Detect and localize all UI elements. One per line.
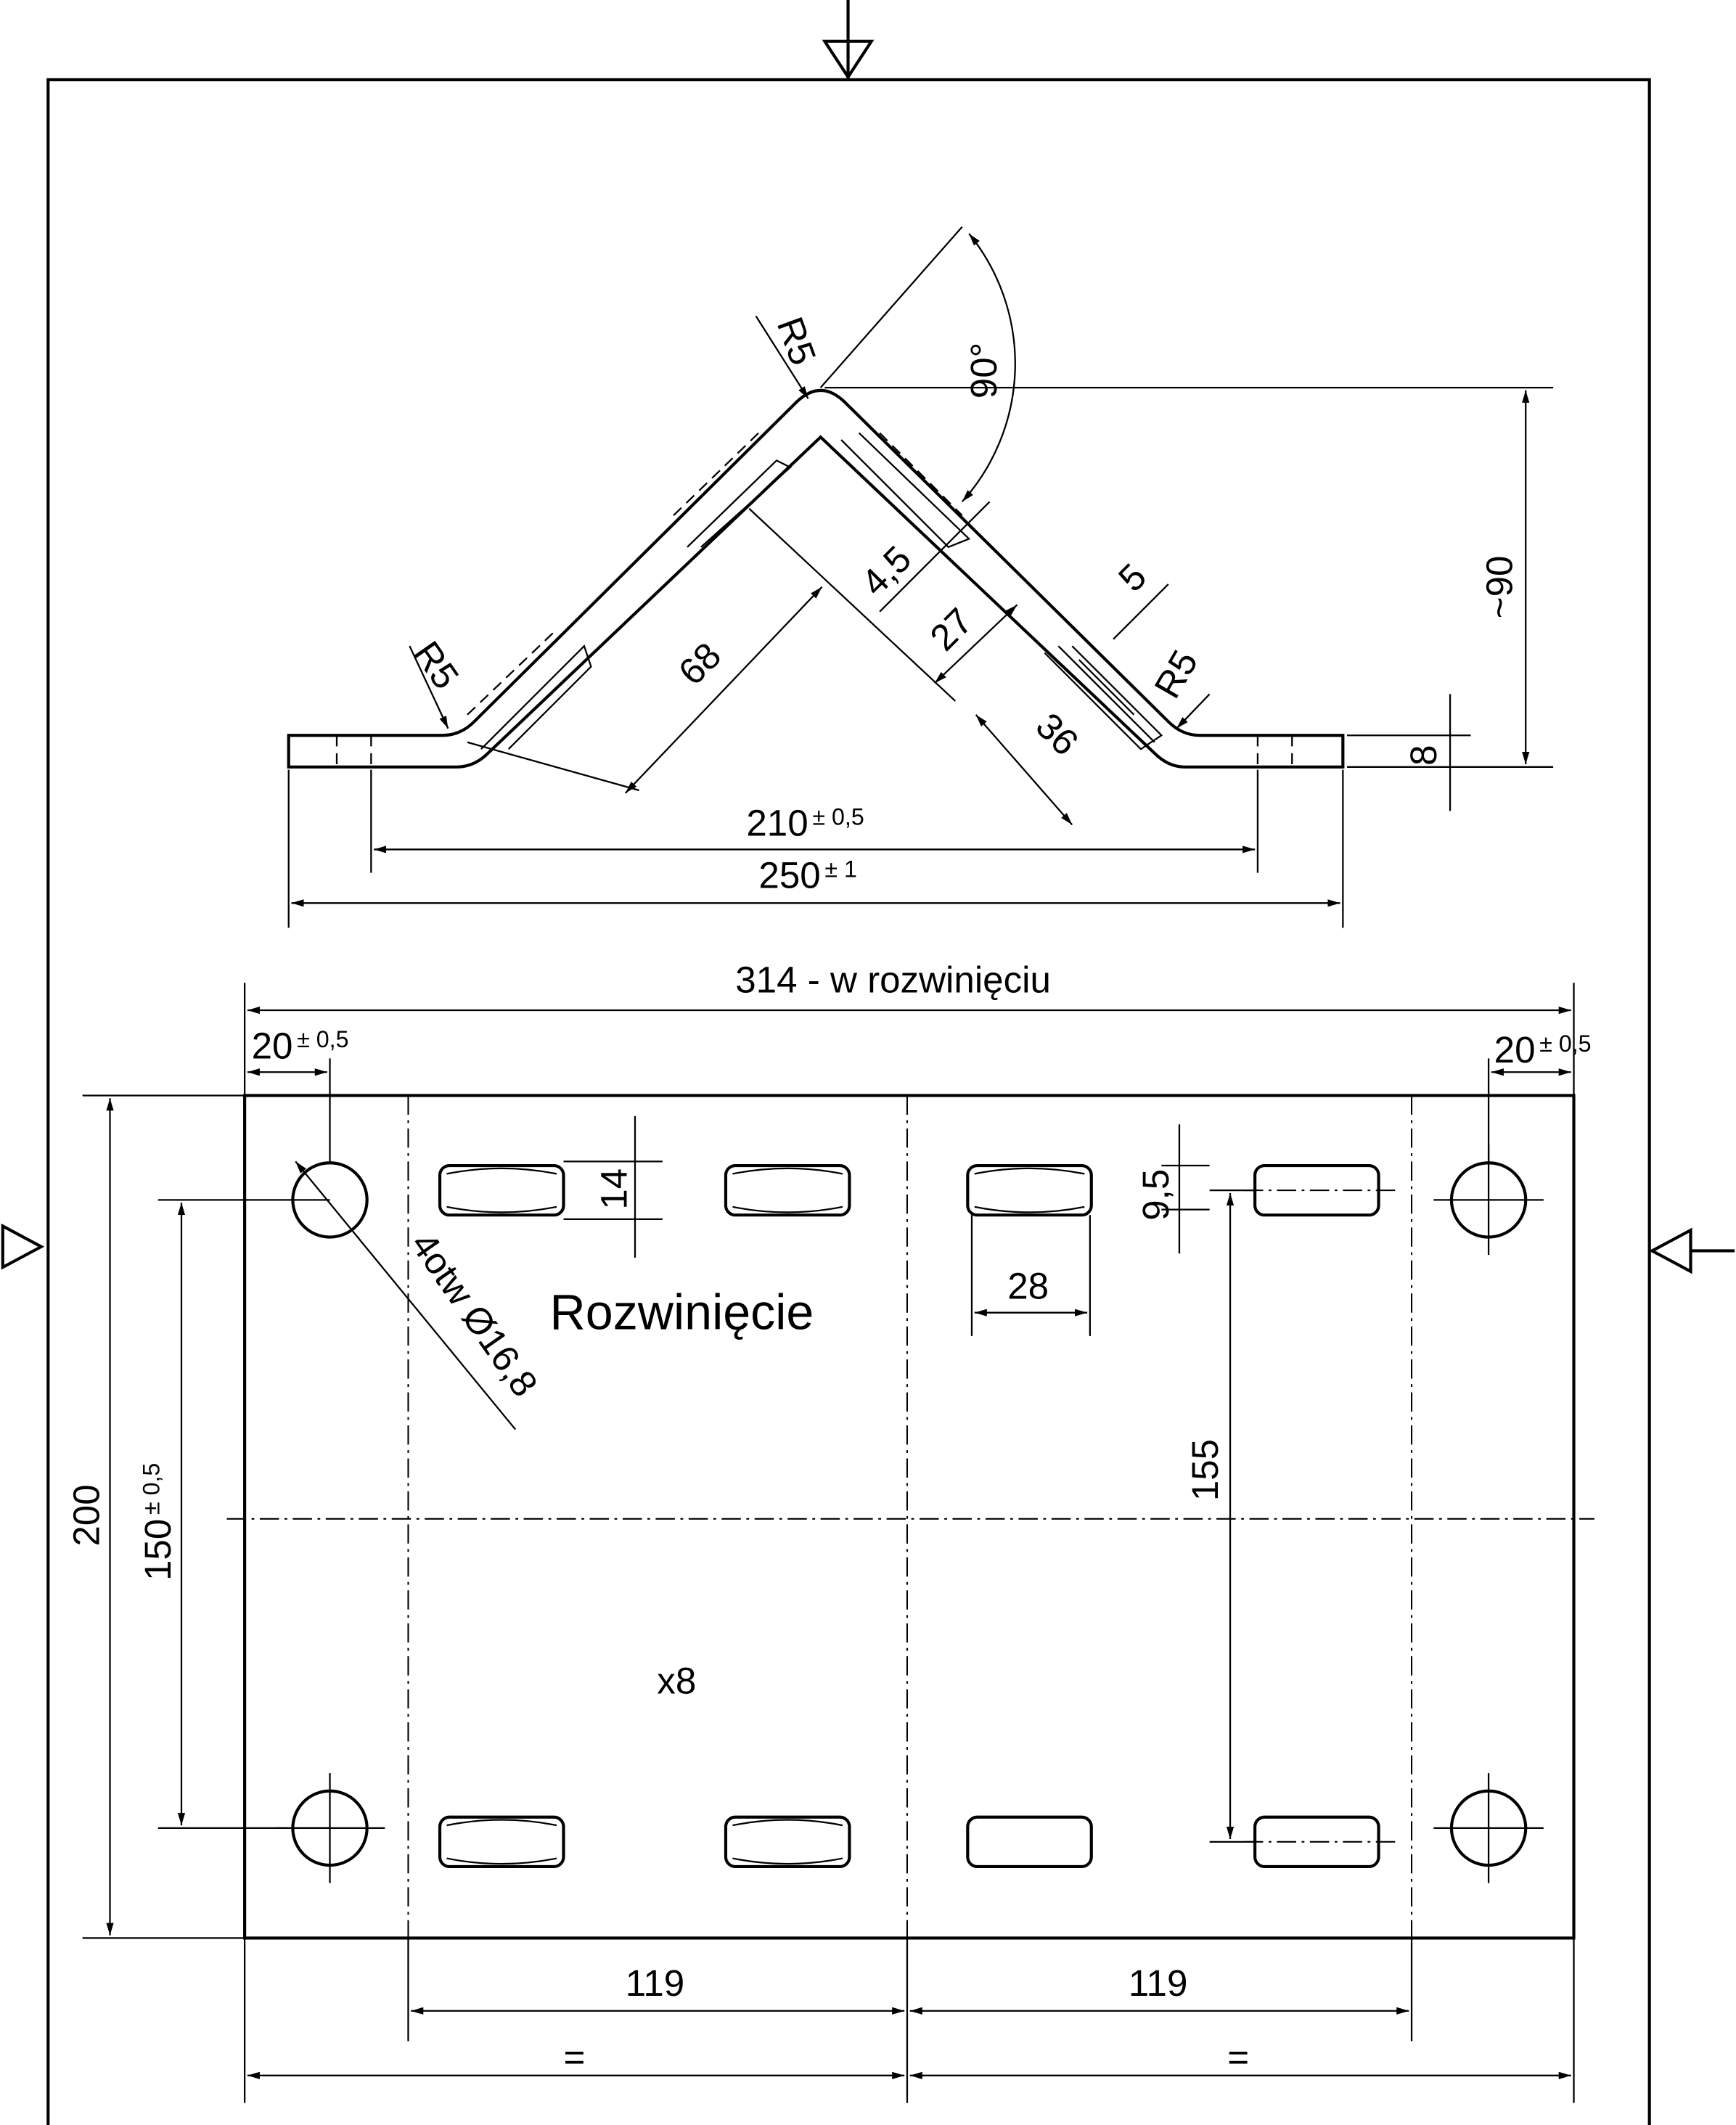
holes-note: 4otw Ø16,8 — [403, 1225, 546, 1404]
hole-span-label: 210± 0,5 — [746, 803, 864, 844]
radius-label-left: R5 — [406, 634, 467, 696]
slot — [438, 1815, 565, 1869]
equal-right-label: = — [1227, 2036, 1249, 2078]
slot-count-label: x8 — [657, 1660, 696, 1701]
slot — [438, 1163, 565, 1217]
radius-label-top: R5 — [769, 311, 824, 370]
slot — [966, 1815, 1093, 1869]
dim-5-label: 5 — [1110, 556, 1154, 599]
flat-development — [226, 1094, 1594, 1940]
edge-left-tol: ± 0,5 — [297, 1026, 348, 1052]
slot-height-label: 14 — [594, 1168, 635, 1210]
profile-labels: R5 R5 R5 90° ~90 8 4,5 5 27 68 36 210± 0… — [406, 311, 1520, 896]
hole-span-tol: ± 0,5 — [812, 803, 864, 830]
slot — [1243, 1815, 1396, 1869]
equal-left-label: = — [564, 2036, 586, 2078]
height-label: ~90 — [1478, 556, 1520, 619]
section-marker-right-icon — [1649, 1227, 1735, 1274]
slot — [724, 1163, 851, 1217]
bend-left-label: 119 — [626, 1962, 685, 2004]
angle-label: 90° — [963, 343, 1004, 398]
overall-value: 250 — [758, 854, 820, 896]
overall-label: 250± 1 — [758, 854, 857, 896]
development-length-label: 314 - w rozwinięciu — [735, 959, 1051, 1000]
edge-right-label: 20± 0,5 — [1494, 1029, 1592, 1070]
thickness-label: 8 — [1403, 745, 1444, 765]
dim-4-5-label: 4,5 — [853, 538, 920, 604]
slots — [438, 1163, 1396, 1869]
section-marker-top-icon — [822, 0, 875, 80]
hole-pitch-tol: ± 0,5 — [139, 1463, 165, 1515]
development-title: Rozwinięcie — [550, 1285, 814, 1340]
dim-27-label: 27 — [922, 600, 980, 659]
development-dimensions — [82, 983, 1575, 2103]
slot-pitch-label: 155 — [1184, 1439, 1226, 1501]
profile-dimensions — [287, 226, 1554, 928]
width-label: 200 — [65, 1484, 107, 1546]
edge-left-value: 20 — [252, 1025, 293, 1066]
edge-right-value: 20 — [1494, 1029, 1536, 1070]
hole-pitch-value: 150 — [137, 1519, 179, 1581]
hole-span-value: 210 — [746, 803, 808, 844]
dim-68-label: 68 — [671, 634, 729, 693]
slot — [966, 1163, 1093, 1217]
edge-right-tol: ± 0,5 — [1539, 1031, 1591, 1057]
dim-36-label: 36 — [1028, 705, 1086, 763]
slot-length-label: 28 — [1007, 1266, 1049, 1307]
radius-label-right: R5 — [1146, 643, 1205, 705]
drawing-frame — [46, 78, 1651, 2125]
section-marker-left-icon — [1, 1223, 45, 1270]
overall-tol: ± 1 — [824, 856, 857, 882]
slot — [724, 1815, 851, 1869]
bent-profile — [287, 388, 1345, 769]
slot — [1243, 1163, 1396, 1217]
slot-offset-label: 9,5 — [1135, 1169, 1176, 1221]
bend-right-label: 119 — [1129, 1962, 1188, 2004]
edge-left-label: 20± 0,5 — [252, 1025, 349, 1066]
mounting-holes — [274, 1145, 1544, 1883]
hole-pitch-label: 150 ± 0,5 — [137, 1463, 179, 1581]
